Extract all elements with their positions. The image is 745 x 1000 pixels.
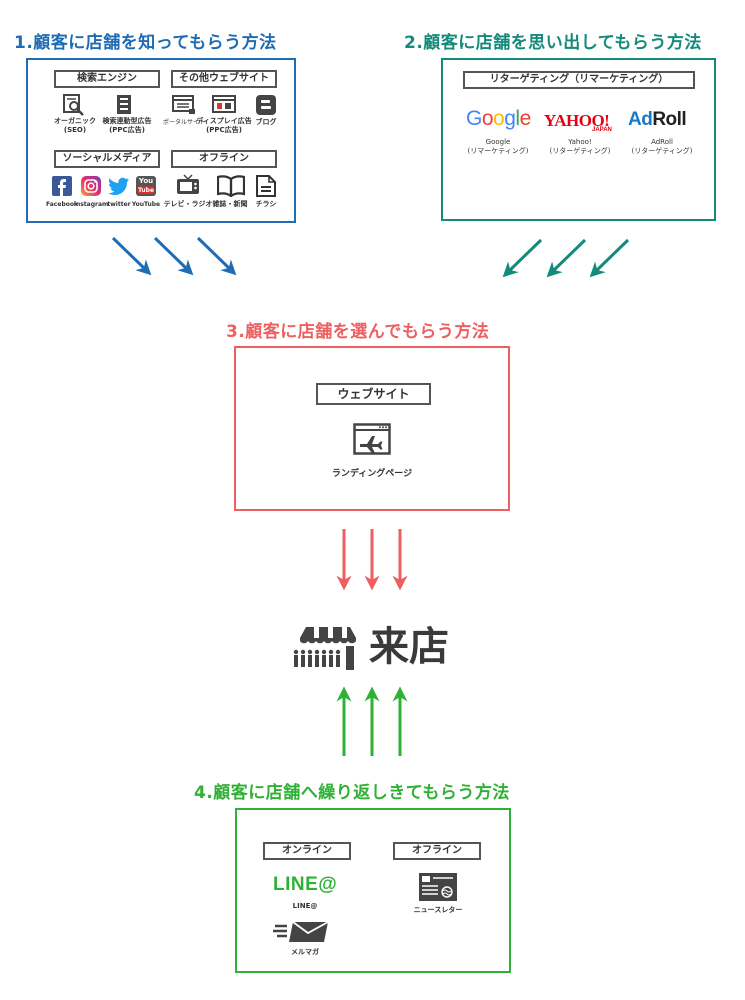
display-ad-icon [212,95,236,113]
mail-icon [273,921,329,942]
instagram-icon [81,176,101,196]
tag-website: ウェブサイト [316,383,431,405]
label-google: Google (リマーケティング) [467,138,529,155]
arrow-icon [111,236,237,276]
label-ppc: 検索連動型広告 (PPC広告) [102,117,152,134]
youtube-tube-text: Tube [137,187,155,194]
label-yahoo: Yahoo! (リターゲティング) [549,138,611,155]
tag-offline-s4: オフライン [393,842,481,860]
section3-title: 3.顧客に店舗を選んでもらう方法 [226,322,490,342]
visit-store-text: 来店 [369,624,449,670]
yahoo-japan-text: JAPAN [592,127,612,133]
section3-frame [234,346,510,511]
line-at-logo: LINE@ [273,874,338,895]
google-logo: Google [466,107,531,130]
tag-retargeting: リターゲティング（リマーケティング） [463,71,695,89]
label-twitter: twitter [107,201,131,208]
yahoo-logo: YAHOO! [544,111,610,130]
blog-icon [256,95,276,115]
arrow-icon [502,238,630,278]
label-organic: オーガニック (SEO) [54,117,96,134]
section2-title: 2.顧客に店舗を思い出してもらう方法 [404,33,702,53]
section2-frame [441,58,716,221]
store-icon [293,627,356,670]
section1-title: 1.顧客に店舗を知ってもらう方法 [14,33,277,53]
section1-frame [26,58,296,223]
arrow-group-red [336,529,408,591]
label-newsletter: ニュースレター [413,906,463,914]
landing-page-icon [353,423,391,455]
adroll-logo: AdRoll [628,109,687,131]
newsletter-icon [419,873,457,901]
label-magazine: 雑誌・新聞 [212,200,248,208]
youtube-icon [136,176,156,196]
tag-offline: オフライン [171,150,277,168]
facebook-icon [52,176,72,196]
label-tv-radio: テレビ・ラジオ [163,200,213,208]
adroll-ad: Ad [628,109,653,130]
label-landing-page: ランディングページ [331,469,413,479]
youtube-you-text: You [138,177,154,185]
label-line-at: LINE@ [292,902,318,910]
adroll-roll: Roll [652,109,687,130]
label-facebook: Facebook [46,201,78,208]
tag-other-websites: その他ウェブサイト [171,70,277,88]
section4-title: 4.顧客に店舗へ繰り返しきてもらう方法 [194,783,510,803]
arrow-group-blue [111,236,630,278]
label-flyer: チラシ [255,200,277,208]
flyer-icon [256,175,276,197]
tv-icon [177,174,199,194]
list-icon [117,95,131,114]
book-icon [217,175,245,197]
label-portal: ポータルサイト [162,119,205,126]
arrow-icon [336,529,408,591]
tag-online: オンライン [263,842,351,860]
magnifier-icon [63,94,84,116]
arrow-group-green [336,686,408,756]
label-mail-magazine: メルマガ [291,948,319,956]
section4-frame [235,808,511,973]
browser-list-icon [172,95,195,114]
label-blog: ブログ [255,118,277,126]
label-youtube: YouTube [131,201,161,208]
arrow-icon [336,686,408,756]
label-instagram: Instagram [73,201,109,208]
tag-social-media: ソーシャルメディア [54,150,160,168]
tag-search-engine: 検索エンジン [54,70,160,88]
twitter-icon [108,177,129,195]
label-display-ad: ディスプレイ広告 (PPC広告) [196,117,252,134]
label-adroll: AdRoll (リターゲティング) [631,138,693,155]
